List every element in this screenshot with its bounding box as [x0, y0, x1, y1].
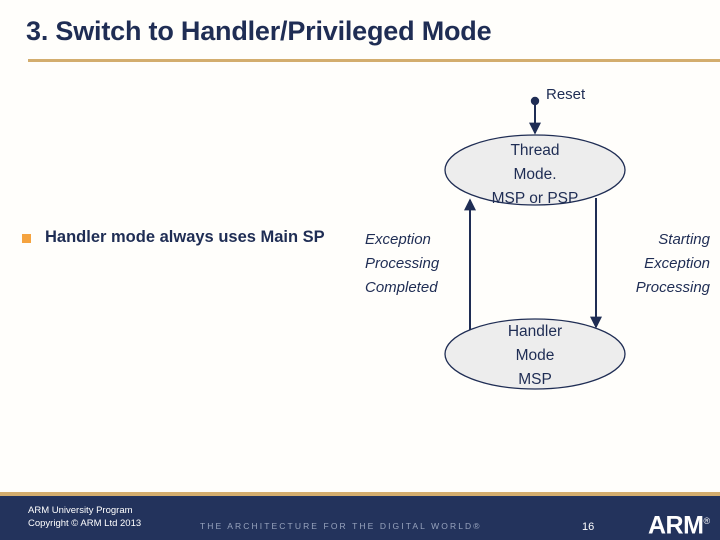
arm-logo: ARM®	[648, 509, 710, 538]
title-divider	[28, 59, 720, 62]
thread-mode-line-2: Mode.	[513, 166, 557, 183]
footer-tagline: THE ARCHITECTURE FOR THE DIGITAL WORLD®	[200, 521, 482, 531]
starting-exception-line-3: Processing	[635, 279, 710, 296]
bullet-square-icon	[22, 234, 31, 243]
reset-label: Reset	[546, 86, 586, 103]
handler-mode-line-2: Mode	[515, 347, 555, 364]
thread-mode-line-3: MSP or PSP	[491, 190, 579, 207]
footer-org-line-1: ARM University Program	[28, 505, 133, 516]
handler-mode-label: Handler Mode MSP	[445, 320, 625, 392]
bullet-list: Handler mode always uses Main SP	[22, 226, 367, 249]
footer-org-line-2: Copyright © ARM Ltd 2013	[28, 518, 142, 529]
arm-logo-text: ARM	[648, 511, 704, 540]
thread-mode-label: Thread Mode. MSP or PSP	[445, 139, 625, 211]
registered-trademark-icon: ®	[703, 516, 710, 526]
thread-mode-ellipse	[444, 134, 626, 206]
slide-footer: ARM University Program Copyright © ARM L…	[0, 492, 720, 540]
exception-completed-line-1: Exception	[365, 231, 431, 248]
handler-mode-line-3: MSP	[518, 371, 552, 388]
page-number: 16	[582, 521, 595, 533]
list-item: Handler mode always uses Main SP	[22, 226, 367, 249]
exception-completed-line-2: Processing	[365, 255, 440, 272]
handler-mode-ellipse	[444, 318, 626, 390]
footer-copyright: ARM University Program Copyright © ARM L…	[28, 504, 141, 530]
bullet-item-label: Handler mode always uses Main SP	[45, 228, 325, 246]
starting-exception-line-2: Exception	[644, 255, 710, 272]
handler-mode-line-1: Handler	[507, 323, 563, 340]
reset-origin-dot	[530, 96, 540, 106]
starting-exception-label: Starting Exception Processing	[545, 228, 710, 300]
thread-mode-line-1: Thread	[510, 142, 560, 159]
exception-completed-line-3: Completed	[365, 279, 438, 296]
exception-completed-label: Exception Processing Completed	[365, 228, 439, 300]
starting-exception-line-1: Starting	[658, 231, 710, 248]
page-title: 3. Switch to Handler/Privileged Mode	[26, 16, 492, 46]
